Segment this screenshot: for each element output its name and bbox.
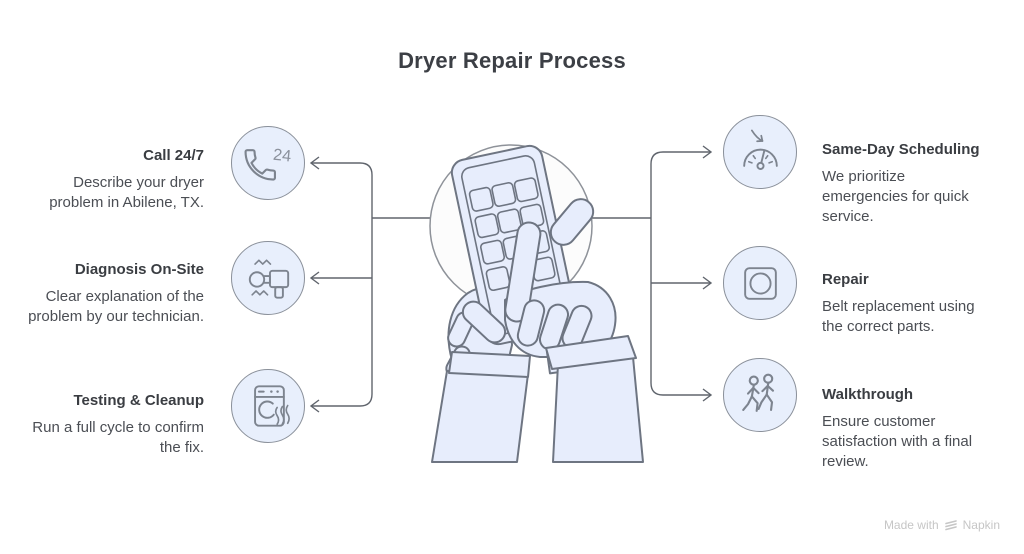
left-cuff xyxy=(448,351,531,378)
step-repair: Repair Belt replacement using the correc… xyxy=(822,270,994,337)
arrow-left-2 xyxy=(309,271,320,285)
step-description: Ensure customer satisfaction with a fina… xyxy=(822,413,973,470)
right-sleeve xyxy=(552,356,644,463)
step-title: Same-Day Scheduling xyxy=(822,141,980,158)
people-walking-icon xyxy=(723,358,797,432)
step-testing-cleanup: Testing & Cleanup Run a full cycle to co… xyxy=(28,391,204,458)
page-title: Dryer Repair Process xyxy=(398,48,626,73)
step-title: Testing & Cleanup xyxy=(73,392,204,409)
step-title: Walkthrough xyxy=(822,386,914,403)
left-thumb xyxy=(461,300,507,344)
step-description: Run a full cycle to confirm the fix. xyxy=(32,419,204,456)
left-sleeve xyxy=(431,370,529,463)
step-description: Belt replacement using the correct parts… xyxy=(822,298,975,335)
arrow-left-1 xyxy=(309,156,320,170)
arrow-right-2 xyxy=(702,276,713,290)
step-description: We prioritize emergencies for quick serv… xyxy=(822,168,969,225)
hands-dialing-phone-illustration xyxy=(429,144,644,463)
step-diagnosis-on-site: Diagnosis On-Site Clear explanation of t… xyxy=(28,260,204,327)
phone-24-icon: 24 xyxy=(231,126,305,200)
drum-belt-icon xyxy=(723,246,797,320)
step-same-day-scheduling: Same-Day Scheduling We prioritize emerge… xyxy=(822,140,994,227)
arrow-right-3 xyxy=(702,388,713,402)
step-description: Describe your dryer problem in Abilene, … xyxy=(49,174,204,211)
napkin-logo-icon xyxy=(944,519,957,530)
step-title: Diagnosis On-Site xyxy=(74,261,204,278)
arrow-right-1 xyxy=(702,145,713,159)
phone-keypad xyxy=(468,177,556,292)
right-finger xyxy=(516,299,546,347)
step-description: Clear explanation of the problem by our … xyxy=(28,288,204,325)
dryer-machine-icon xyxy=(231,369,305,443)
connector-lines xyxy=(309,145,713,413)
right-thumb xyxy=(549,198,595,246)
made-with-label: Made with xyxy=(883,518,939,532)
step-call-24-7: Call 24/7 Describe your dryer problem in… xyxy=(28,146,204,213)
brand-label: Napkin xyxy=(962,518,1000,532)
svg-text:24: 24 xyxy=(272,145,292,165)
right-cuff xyxy=(545,335,637,370)
step-title: Repair xyxy=(822,271,869,288)
step-title: Call 24/7 xyxy=(143,147,204,164)
inspection-tool-icon xyxy=(231,241,305,315)
step-walkthrough: Walkthrough Ensure customer satisfaction… xyxy=(822,385,994,472)
gauge-arrow-icon xyxy=(723,115,797,189)
made-with-napkin: Made with Napkin xyxy=(884,518,1000,532)
right-index-finger xyxy=(504,221,542,323)
arrow-left-3 xyxy=(309,399,320,413)
